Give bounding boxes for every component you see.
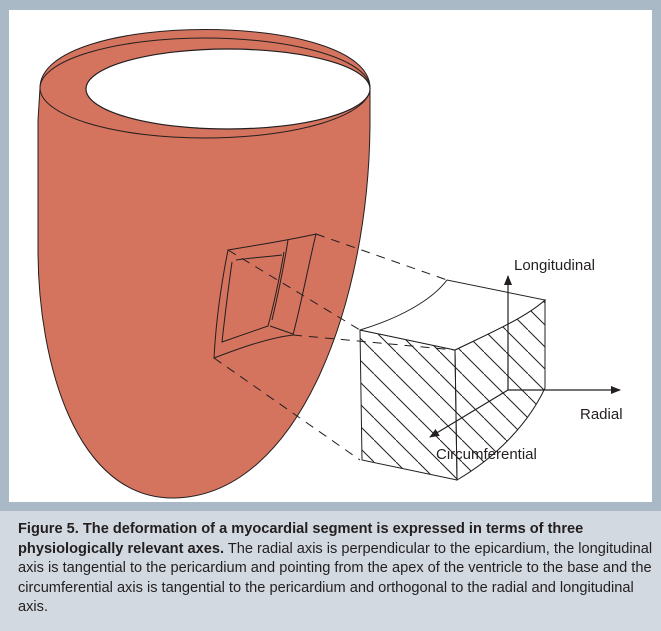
longitudinal-label: Longitudinal: [514, 257, 595, 274]
circumferential-label: Circumferential: [436, 446, 537, 463]
ventricle-cavity: [85, 48, 371, 130]
figure-caption: Figure 5. The deformation of a myocardia…: [18, 520, 654, 618]
coordinate-axes: [429, 275, 621, 438]
tissue-block: [359, 279, 547, 481]
circumferential-axis: [429, 389, 509, 438]
left-ventricle-shape: [37, 29, 371, 499]
caption-title: Figure 5. The deformation of a myocardia…: [18, 521, 584, 557]
figure-frame: Longitudinal Radial Circumferential: [0, 0, 661, 511]
myocardial-segment-diagram: Longitudinal Radial Circumferential: [37, 29, 623, 499]
caption-panel: Figure 5. The deformation of a myocardia…: [0, 511, 661, 631]
caption-body: The radial axis is perpendicular to the …: [18, 540, 653, 616]
radial-label: Radial: [580, 406, 623, 423]
block-top-face: [359, 279, 547, 351]
